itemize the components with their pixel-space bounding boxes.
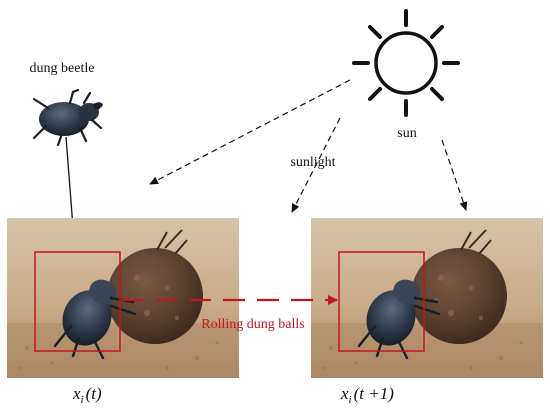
sun-label: sun — [397, 126, 416, 141]
beetle-label: dung beetle — [30, 61, 95, 76]
state-t-label: xi(t) — [72, 384, 102, 406]
sun-icon — [352, 9, 460, 117]
state-t1-label: xi(t +1) — [340, 384, 394, 406]
photo-state-t — [5, 216, 241, 380]
sunlight-arrow-to-right — [441, 139, 468, 211]
dung-beetle-icon — [32, 88, 103, 147]
sunlight-arrows — [149, 79, 468, 213]
photo-state-t1 — [309, 216, 545, 380]
sunlight-arrow-to-middle — [291, 117, 341, 213]
rolling-label: Rolling dung balls — [201, 317, 304, 332]
beetle-highlight-box-t1 — [338, 251, 425, 352]
sunlight-arrow-to-beetle — [149, 79, 351, 185]
beetle-highlight-box-t — [34, 251, 121, 352]
sunlight-label: sunlight — [290, 155, 335, 170]
